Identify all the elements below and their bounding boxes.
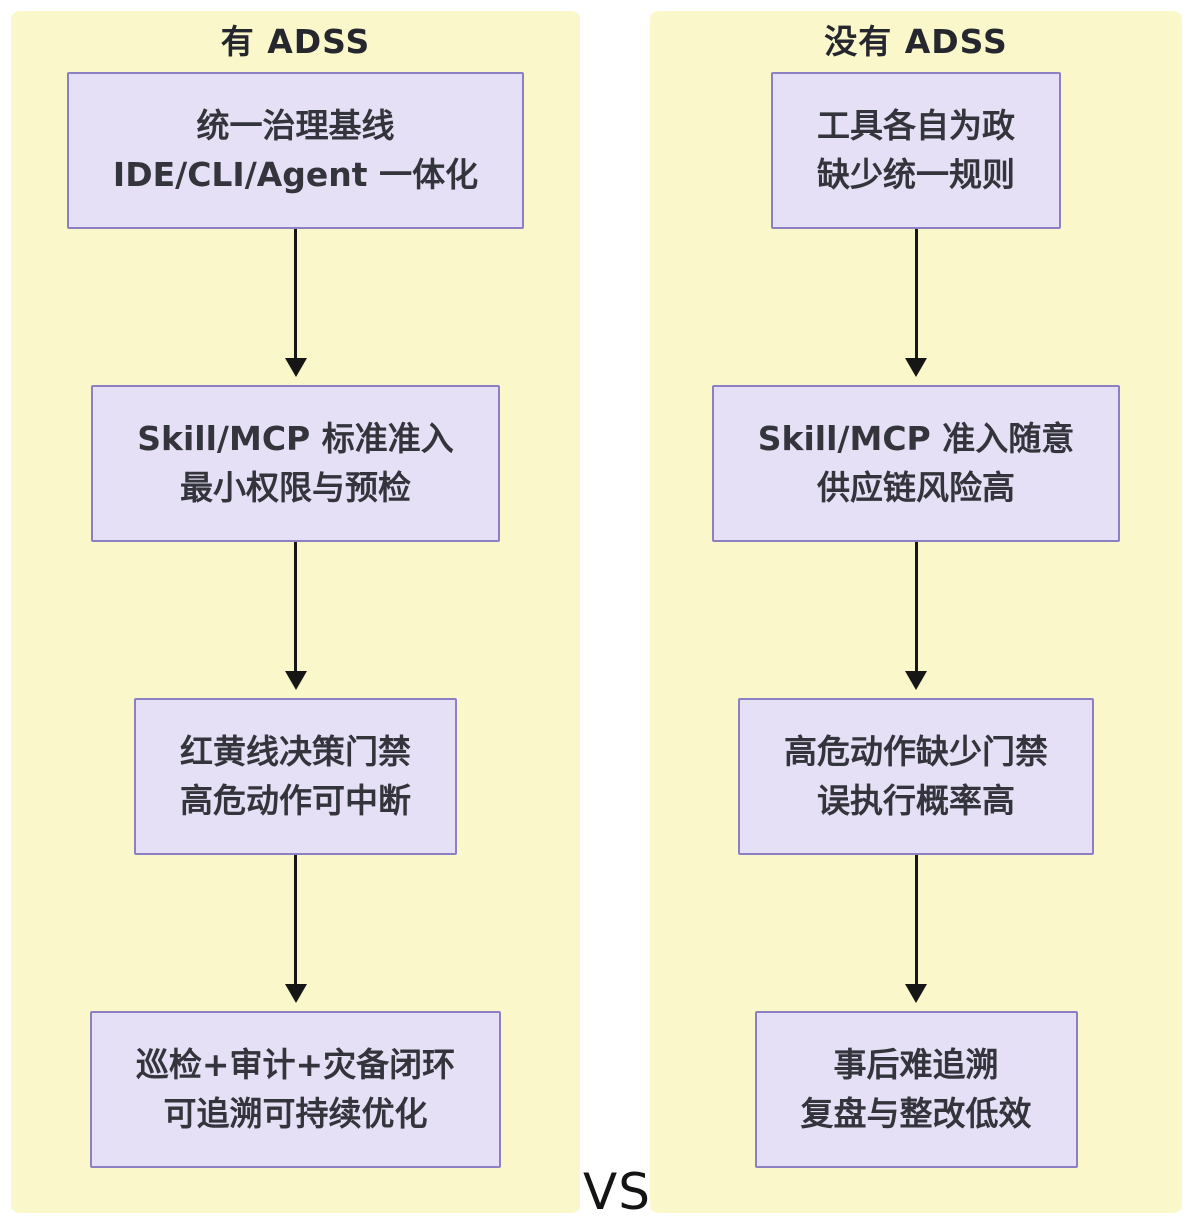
arrow-shaft xyxy=(914,854,918,984)
node-text-line: 工具各自为政 xyxy=(817,105,1015,145)
node-text-line: Skill/MCP 标准准入 xyxy=(137,418,454,458)
flow-node-governance-baseline: 统一治理基线 IDE/CLI/Agent 一体化 xyxy=(66,71,525,229)
flow-node-audit-loop: 巡检+审计+灾备闭环 可追溯可持续优化 xyxy=(89,1010,502,1168)
node-text-line: 缺少统一规则 xyxy=(817,155,1015,195)
node-text-line: 供应链风险高 xyxy=(817,468,1015,508)
arrow-head-icon xyxy=(284,983,307,1003)
panel-with-adss: 有 ADSS 统一治理基线 IDE/CLI/Agent 一体化 Skill/MC… xyxy=(11,11,580,1213)
node-text-line: 巡检+审计+灾备闭环 xyxy=(135,1044,456,1084)
panel-title-without-adss: 没有 ADSS xyxy=(824,22,1008,61)
flow-node-standard-admission: Skill/MCP 标准准入 最小权限与预检 xyxy=(91,384,500,542)
arrow-head-icon xyxy=(905,983,927,1003)
arrow-head-icon xyxy=(905,670,927,690)
flow-node-hard-to-trace: 事后难追溯 复盘与整改低效 xyxy=(754,1010,1078,1168)
node-text-line: 最小权限与预检 xyxy=(180,468,411,508)
node-text-line: 红黄线决策门禁 xyxy=(180,731,411,771)
flow-arrow-down xyxy=(905,228,927,377)
arrow-head-icon xyxy=(905,357,927,377)
flow-arrow-down xyxy=(284,228,307,377)
node-text-line: 事后难追溯 xyxy=(833,1044,999,1084)
flow-node-decision-gate: 红黄线决策门禁 高危动作可中断 xyxy=(134,697,457,855)
node-text-line: 可追溯可持续优化 xyxy=(163,1094,428,1134)
arrow-shaft xyxy=(294,854,297,984)
flow-arrow-down xyxy=(905,541,927,690)
node-text-line: Skill/MCP 准入随意 xyxy=(757,418,1075,458)
arrow-head-icon xyxy=(284,670,307,690)
arrow-shaft xyxy=(914,228,918,358)
arrow-shaft xyxy=(294,228,297,358)
vs-label: VS xyxy=(583,1163,651,1221)
node-text-line: 复盘与整改低效 xyxy=(800,1094,1032,1134)
node-text-line: 高危动作缺少门禁 xyxy=(784,731,1048,771)
flow-node-loose-admission: Skill/MCP 准入随意 供应链风险高 xyxy=(711,384,1121,542)
node-text-line: 误执行概率高 xyxy=(817,781,1015,821)
arrow-shaft xyxy=(294,541,297,671)
panel-without-adss: 没有 ADSS 工具各自为政 缺少统一规则 Skill/MCP 准入随意 供应链… xyxy=(650,11,1182,1213)
node-text-line: 高危动作可中断 xyxy=(180,781,411,821)
flow-node-no-gate: 高危动作缺少门禁 误执行概率高 xyxy=(738,697,1094,855)
flow-node-fragmented-tools: 工具各自为政 缺少统一规则 xyxy=(771,71,1061,229)
node-text-line: 统一治理基线 xyxy=(196,105,395,145)
node-text-line: IDE/CLI/Agent 一体化 xyxy=(112,155,479,195)
flow-arrow-down xyxy=(905,854,927,1003)
flow-arrow-down xyxy=(284,854,307,1003)
panel-title-with-adss: 有 ADSS xyxy=(220,22,371,61)
flow-arrow-down xyxy=(284,541,307,690)
arrow-head-icon xyxy=(284,357,307,377)
arrow-shaft xyxy=(914,541,918,671)
